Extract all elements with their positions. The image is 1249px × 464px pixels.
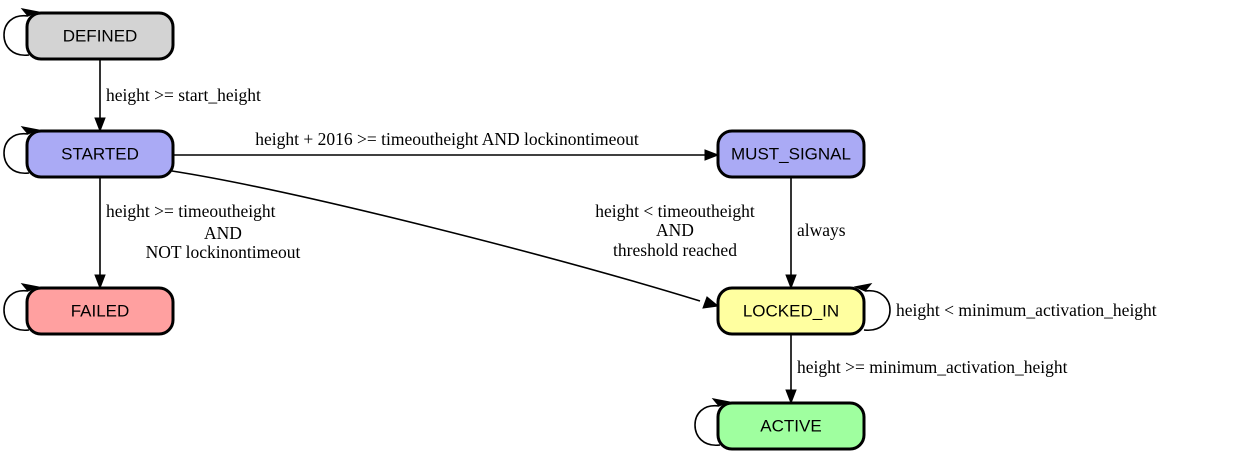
edge-label-started-to-locked-in-line3: threshold reached [613, 240, 737, 260]
node-label-active: ACTIVE [760, 416, 821, 435]
arrowhead-icon [94, 117, 106, 133]
arrowhead-icon [785, 274, 797, 290]
edge-must-signal-to-locked-in: always [785, 177, 846, 290]
edge-defined-to-started: height >= start_height [94, 59, 261, 133]
node-shape-failed[interactable] [25, 286, 175, 336]
self-loop-label-locked-in: height < minimum_activation_height [896, 300, 1157, 320]
state-node-locked-in[interactable]: LOCKED_IN [716, 286, 866, 336]
self-loop-path [863, 289, 891, 331]
node-label-must-signal: MUST_SIGNAL [731, 144, 851, 163]
state-node-must-signal[interactable]: MUST_SIGNAL [716, 129, 866, 179]
self-loop-path [694, 404, 721, 446]
edge-started-to-must-signal: height + 2016 >= timeoutheight AND locki… [173, 129, 720, 161]
node-label-locked-in: LOCKED_IN [743, 301, 839, 320]
node-label-started: STARTED [61, 144, 139, 163]
edge-label-locked-in-to-active: height >= minimum_activation_height [797, 357, 1068, 377]
edge-label-started-to-failed-line1: height >= timeoutheight [106, 201, 276, 221]
edge-label-started-to-locked-in-line1: height < timeoutheight [595, 201, 755, 221]
edge-label-started-to-failed-line2: AND [204, 223, 242, 243]
arrowhead-icon [785, 389, 797, 405]
edge-started-to-locked-in: height < timeoutheight AND threshold rea… [171, 170, 755, 309]
arrowhead-icon [704, 149, 720, 161]
edge-label-defined-to-started: height >= start_height [106, 85, 261, 105]
state-node-failed[interactable]: FAILED [25, 286, 175, 336]
node-shape-must-signal[interactable] [716, 129, 866, 179]
edge-label-started-to-failed-line3: NOT lockinontimeout [146, 242, 301, 262]
self-loop-locked-in: height < minimum_activation_height [853, 283, 1157, 331]
edge-label-started-to-locked-in-line2: AND [656, 220, 694, 240]
state-node-started[interactable]: STARTED [25, 129, 175, 179]
node-label-failed: FAILED [71, 301, 130, 320]
edge-label-must-signal-to-locked-in: always [797, 220, 846, 240]
self-loop-path [3, 14, 30, 56]
self-loop-path [3, 132, 30, 174]
node-shape-locked-in[interactable] [716, 286, 866, 336]
edge-locked-in-to-active: height >= minimum_activation_height [785, 334, 1068, 405]
state-node-active[interactable]: ACTIVE [716, 401, 866, 451]
edge-path [171, 170, 701, 302]
node-shape-started[interactable] [25, 129, 175, 179]
edge-started-to-failed: height >= timeoutheight AND NOT lockinon… [94, 177, 301, 290]
arrowhead-icon [702, 296, 720, 309]
node-shape-defined[interactable] [25, 11, 175, 61]
self-loop-path [3, 289, 30, 331]
state-node-defined[interactable]: DEFINED [25, 11, 175, 61]
arrowhead-icon [94, 274, 106, 290]
edge-label-started-to-must-signal: height + 2016 >= timeoutheight AND locki… [255, 129, 639, 149]
node-shape-active[interactable] [716, 401, 866, 451]
node-label-defined: DEFINED [63, 26, 138, 45]
arrowhead-icon [853, 283, 873, 292]
